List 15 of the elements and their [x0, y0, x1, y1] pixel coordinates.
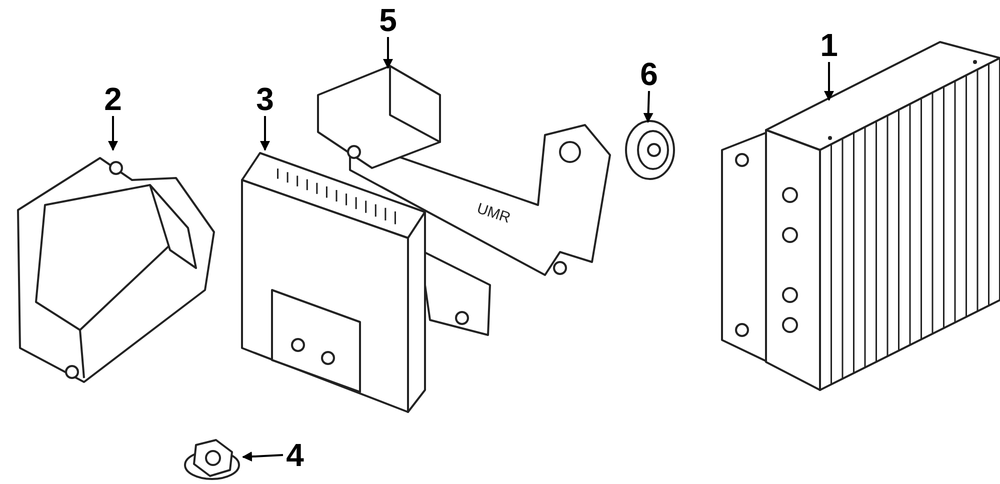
callout-number: 2 [101, 82, 125, 116]
leader-line [260, 116, 270, 151]
callout-number: 4 [283, 438, 307, 472]
leader-line [383, 37, 393, 69]
leader-line [824, 62, 834, 101]
nut-drawing [183, 437, 243, 483]
callout-number: 1 [817, 28, 841, 62]
part-marking: UMR [474, 200, 512, 227]
leader-line [108, 116, 118, 151]
callout-number: 3 [253, 82, 277, 116]
leader-line [643, 90, 654, 123]
grommet-drawing [622, 118, 678, 182]
callout-number: 6 [637, 57, 661, 91]
callout-number: 5 [376, 3, 400, 37]
leader-line [242, 452, 284, 462]
